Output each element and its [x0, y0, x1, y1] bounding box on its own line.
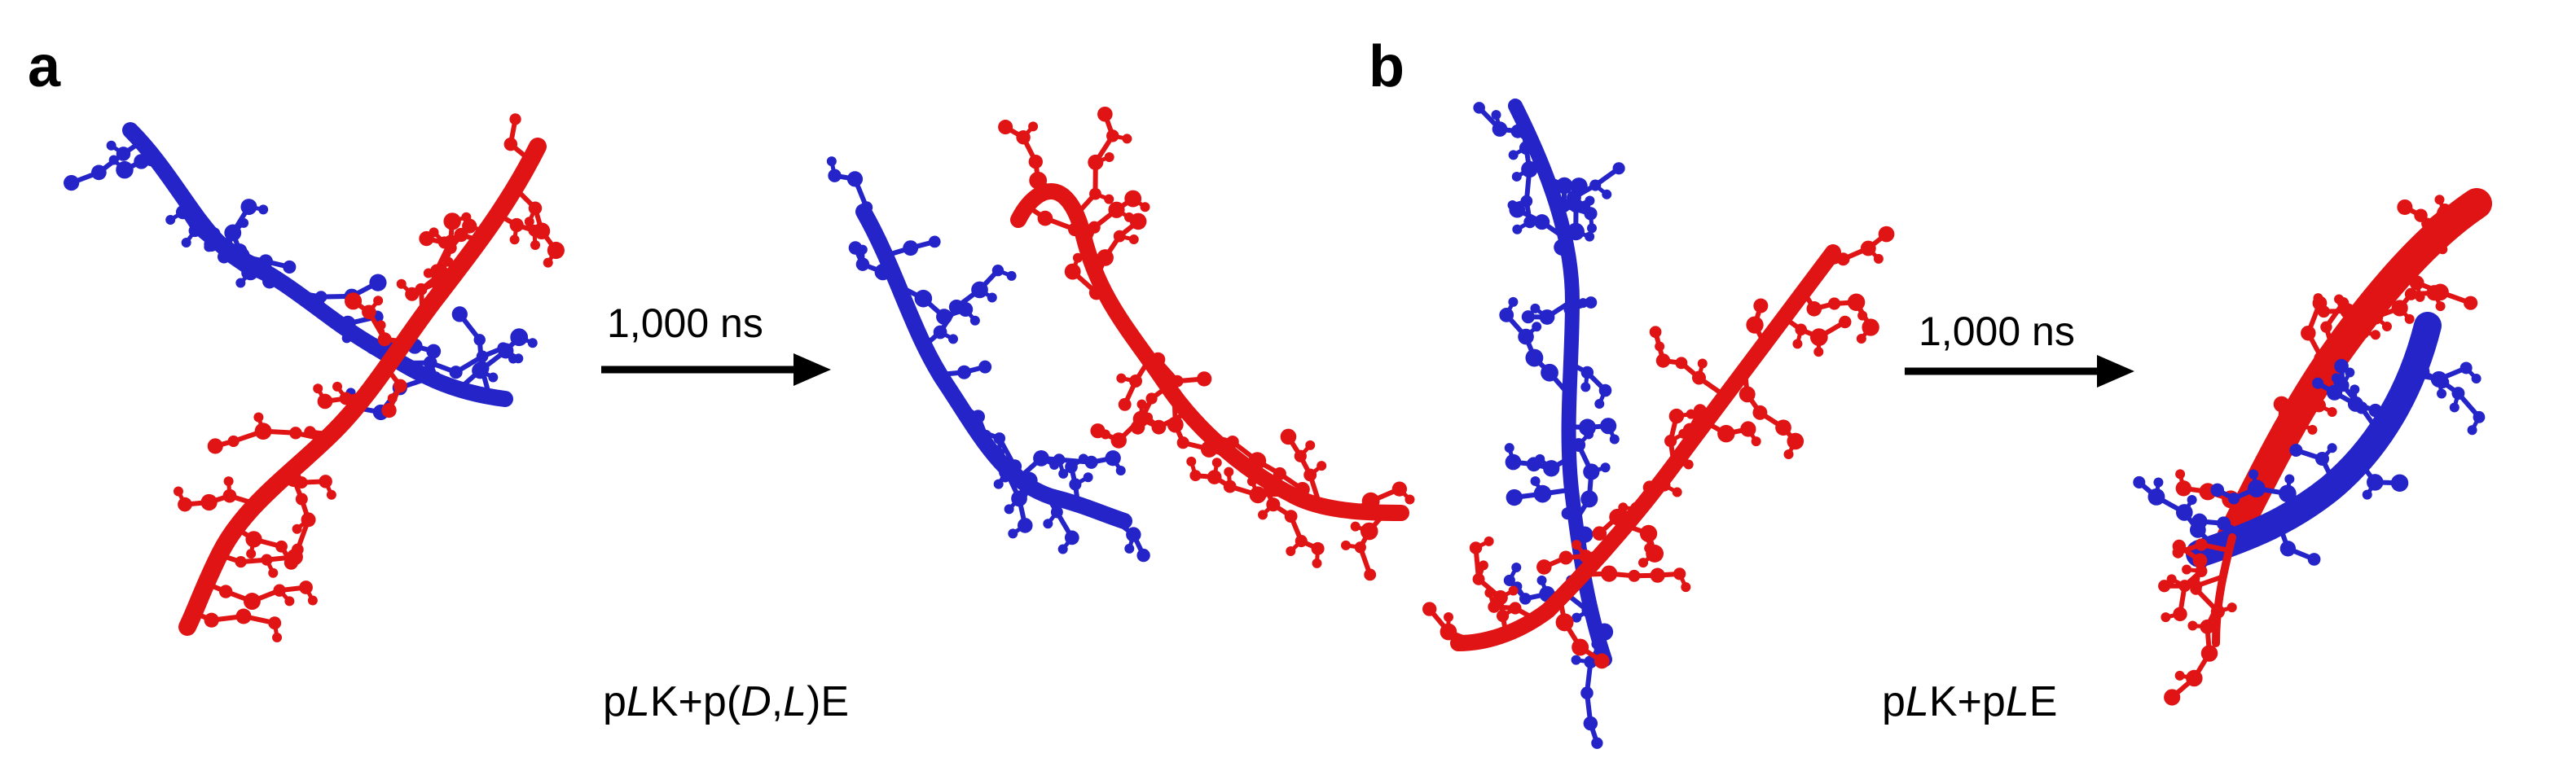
- blue-side-chains: [2133, 340, 2486, 566]
- molecule-b-initial: [1422, 99, 1895, 749]
- arrow-a: [601, 353, 831, 386]
- blue-side-chains: [64, 139, 538, 421]
- panel-label-b: b: [1369, 34, 1404, 99]
- caption-a: pLK+p(D,L)E: [603, 678, 850, 725]
- arrow-b: [1905, 355, 2134, 388]
- molecule-a-final: [826, 106, 1415, 581]
- red-side-chains: [1422, 226, 1895, 669]
- molecule-b-final: [2133, 188, 2492, 706]
- panel-label-a: a: [28, 34, 61, 99]
- time-label-b: 1,000 ns: [1919, 309, 2075, 354]
- time-label-a: 1,000 ns: [607, 300, 763, 346]
- molecule-a-initial: [64, 113, 565, 642]
- caption-b: pLK+pLE: [1882, 678, 2058, 725]
